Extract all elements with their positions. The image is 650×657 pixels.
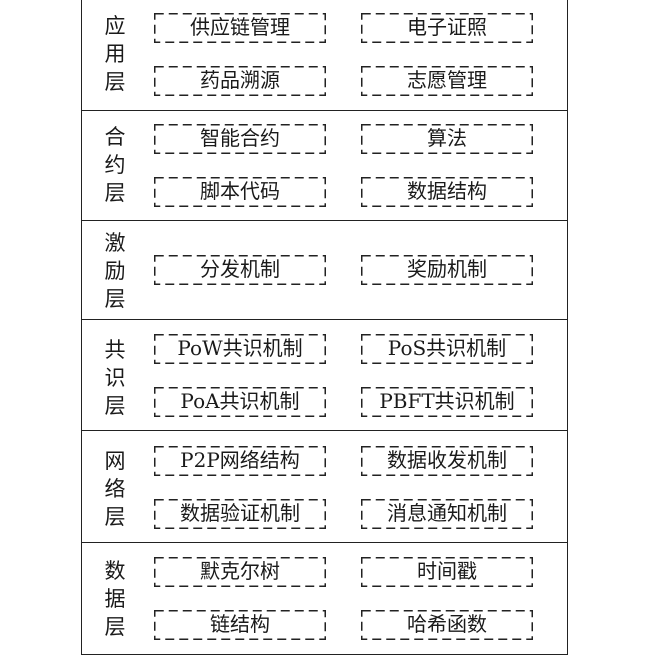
component-label: PoS共识机制 [387,336,507,360]
component-box: PoS共识机制 [361,334,533,364]
component-box: 脚本代码 [154,177,326,207]
component-box: 奖励机制 [361,255,533,285]
component-label: 时间戳 [417,559,477,583]
component-box: 智能合约 [154,124,326,154]
layer-data: 数 据 层 默克尔树 时间戳 链结构 哈希函数 [82,543,567,655]
component-label: PoW共识机制 [177,336,303,360]
layer-label: 网 络 层 [102,447,128,531]
layer-label-char: 激 [104,231,126,255]
component-label: 数据验证机制 [180,501,300,525]
layer-incentive: 激 励 层 分发机制 奖励机制 [82,221,567,320]
component-box: P2P网络结构 [154,446,326,476]
component-label: 数据结构 [407,179,487,203]
component-label: 分发机制 [200,257,280,281]
component-box: PoA共识机制 [154,387,326,417]
component-label: 算法 [427,126,467,150]
component-label: 脚本代码 [200,179,280,203]
component-box: 链结构 [154,610,326,640]
layer-consensus: 共 识 层 PoW共识机制 PoS共识机制 PoA共识机制 PBFT共识机制 [82,320,567,431]
component-box: 药品溯源 [154,66,326,96]
layer-label: 合 约 层 [102,123,128,207]
blockchain-architecture-diagram: 应 用 层 供应链管理 电子证照 药品溯源 志愿管理 合 约 层 智能 [81,0,568,655]
component-box: PoW共识机制 [154,334,326,364]
component-label: 消息通知机制 [387,501,507,525]
layer-label-char: 层 [104,70,126,94]
component-label: P2P网络结构 [180,448,300,472]
layer-label-char: 层 [104,181,126,205]
component-box: 默克尔树 [154,557,326,587]
layer-label-char: 共 [104,338,126,362]
component-label: 供应链管理 [190,15,290,39]
component-label: 电子证照 [407,15,487,39]
layer-label-char: 约 [104,153,126,177]
layer-label: 激 励 层 [102,229,128,313]
component-box: 数据验证机制 [154,499,326,529]
layer-contract: 合 约 层 智能合约 算法 脚本代码 数据结构 [82,111,567,221]
component-label: 链结构 [210,612,270,636]
layer-label-char: 层 [104,505,126,529]
component-box: 数据结构 [361,177,533,207]
component-label: PoA共识机制 [180,389,300,413]
layer-label-char: 层 [104,615,126,639]
component-label: 哈希函数 [407,612,487,636]
component-box: 电子证照 [361,13,533,43]
component-box: 时间戳 [361,557,533,587]
layer-label-char: 应 [104,14,126,38]
component-label: 药品溯源 [200,68,280,92]
layer-label-char: 络 [104,477,126,501]
layer-label-char: 用 [104,42,126,66]
component-box: 哈希函数 [361,610,533,640]
layer-label-char: 励 [104,259,126,283]
layer-network: 网 络 层 P2P网络结构 数据收发机制 数据验证机制 消息通知机制 [82,431,567,543]
component-label: 默克尔树 [200,559,280,583]
layer-application: 应 用 层 供应链管理 电子证照 药品溯源 志愿管理 [82,0,567,111]
layer-label: 应 用 层 [102,12,128,96]
layer-label-char: 层 [104,287,126,311]
layer-label-char: 网 [104,449,126,473]
component-box: PBFT共识机制 [361,387,533,417]
component-box: 供应链管理 [154,13,326,43]
layer-label-char: 据 [104,587,126,611]
layer-label: 共 识 层 [102,336,128,420]
component-label: 奖励机制 [407,257,487,281]
component-label: 志愿管理 [407,68,487,92]
layer-label-char: 识 [104,366,126,390]
component-label: 智能合约 [200,126,280,150]
component-box: 算法 [361,124,533,154]
component-box: 分发机制 [154,255,326,285]
component-label: 数据收发机制 [387,448,507,472]
layer-label-char: 数 [104,559,126,583]
component-box: 数据收发机制 [361,446,533,476]
component-label: PBFT共识机制 [379,389,515,413]
layer-label-char: 层 [104,394,126,418]
layer-label-char: 合 [104,125,126,149]
component-box: 志愿管理 [361,66,533,96]
component-box: 消息通知机制 [361,499,533,529]
layer-label: 数 据 层 [102,557,128,641]
